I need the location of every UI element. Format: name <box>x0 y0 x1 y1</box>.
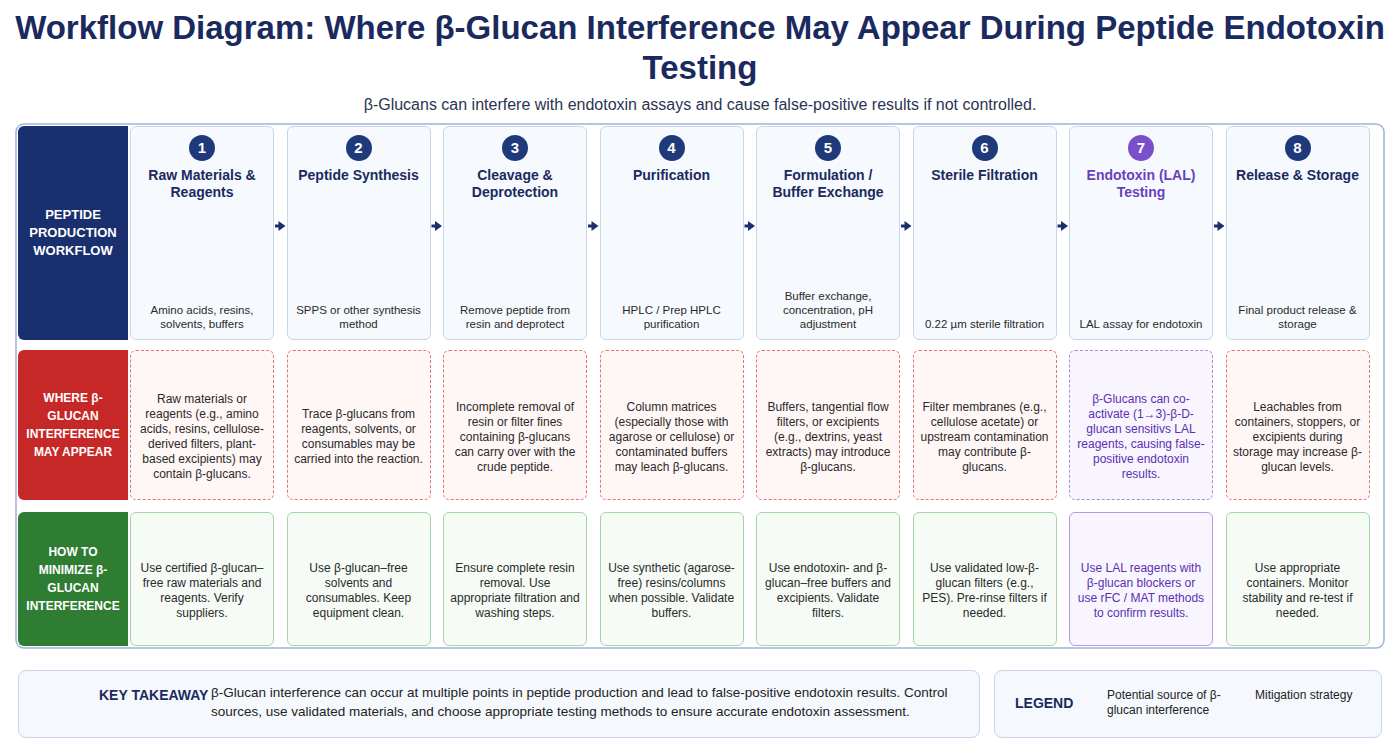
mitigation-box: Use appropriate containers. Monitor stab… <box>1226 512 1370 646</box>
interference-box: Column matrices (especially those with a… <box>600 350 744 500</box>
takeaway-box: KEY TAKEAWAYβ-Glucan interference can oc… <box>18 670 980 738</box>
step-title: Formulation / Buffer Exchange <box>762 167 894 201</box>
box-text: Column matrices (especially those with a… <box>607 400 737 475</box>
interference-box: Buffers, tangential flow filters, or exc… <box>756 350 900 500</box>
row-label-text: WHERE β-GLUCAN INTERFERENCE MAY APPEAR <box>24 389 122 461</box>
callout-number: 8 <box>1285 135 1311 161</box>
mitigation-box: Use endotoxin- and β-glucan–free buffers… <box>756 512 900 646</box>
process-step: 8Release & StorageFinal product release … <box>1226 126 1370 340</box>
row-label: HOW TO MINIMIZE β-GLUCAN INTERFERENCE <box>18 512 128 646</box>
arrow-head <box>435 221 442 231</box>
step-description: LAL assay for endotoxin <box>1076 317 1206 331</box>
arrow-head <box>748 221 755 231</box>
box-text: Trace β-glucans from reagents, solvents,… <box>294 407 424 467</box>
box-text: Buffers, tangential flow filters, or exc… <box>763 400 893 475</box>
box-body: β-Glucan interference can occur at multi… <box>211 683 965 721</box>
diagram-title: Workflow Diagram: Where β-Glucan Interfe… <box>0 8 1400 88</box>
callout-number: 3 <box>502 135 528 161</box>
arrow-head <box>1218 221 1225 231</box>
legend-text: Mitigation strategy <box>1255 688 1373 703</box>
process-step: 1Raw Materials & ReagentsAmino acids, re… <box>130 126 274 340</box>
step-description: SPPS or other synthesis method <box>294 303 424 331</box>
row-label: WHERE β-GLUCAN INTERFERENCE MAY APPEAR <box>18 350 128 500</box>
process-step: 6Sterile Filtration 0.22 µm sterile filtr… <box>913 126 1057 340</box>
box-heading: LEGEND <box>1015 695 1073 711</box>
callout-number: 7 <box>1128 135 1154 161</box>
legend-box: LEGEND Potential source of β-glucan inter… <box>994 670 1382 738</box>
box-text: Use certified β-glucan–free raw material… <box>137 561 267 621</box>
mitigation-box: Use LAL reagents with β-glucan blockers … <box>1069 512 1213 646</box>
step-description: HPLC / Prep HPLC purification <box>607 303 737 331</box>
process-step: 3Cleavage & DeprotectionRemove peptide f… <box>443 126 587 340</box>
box-text: Use endotoxin- and β-glucan–free buffers… <box>763 561 893 621</box>
step-title: Cleavage & Deprotection <box>449 167 581 201</box>
box-text: β-Glucans can co-activate (1→3)-β-D-gluc… <box>1076 392 1206 482</box>
mitigation-box: Use β-glucan–free solvents and consumabl… <box>287 512 431 646</box>
process-step: 2Peptide SynthesisSPPS or other synthesi… <box>287 126 431 340</box>
mitigation-box: Use validated low-β-glucan filters (e.g.… <box>913 512 1057 646</box>
legend-text: Potential source of β-glucan interferenc… <box>1107 688 1225 718</box>
interference-box: Filter membranes (e.g., cellulose acetat… <box>913 350 1057 500</box>
callout-number: 2 <box>346 135 372 161</box>
arrow-head <box>1061 221 1068 231</box>
row-label: PEPTIDE PRODUCTION WORKFLOW <box>18 126 128 340</box>
arrow-head <box>905 221 912 231</box>
box-text: Use validated low-β-glucan filters (e.g.… <box>920 561 1050 621</box>
mitigation-box: Ensure complete resin removal. Use appro… <box>443 512 587 646</box>
step-title: Endotoxin (LAL) Testing <box>1075 167 1207 201</box>
step-title: Purification <box>606 167 738 184</box>
row-label-text: PEPTIDE PRODUCTION WORKFLOW <box>24 206 122 260</box>
outer-panel <box>16 124 1384 648</box>
box-text: Leachables from containers, stoppers, or… <box>1233 400 1363 475</box>
diagram-caption: β-Glucans can interfere with endotoxin a… <box>0 96 1400 114</box>
interference-box: Trace β-glucans from reagents, solvents,… <box>287 350 431 500</box>
row-label-text: HOW TO MINIMIZE β-GLUCAN INTERFERENCE <box>24 543 122 615</box>
callout-number: 1 <box>189 135 215 161</box>
step-description: Remove peptide from resin and deprotect <box>450 303 580 331</box>
step-title: Release & Storage <box>1232 167 1364 184</box>
process-step: 4PurificationHPLC / Prep HPLC purificati… <box>600 126 744 340</box>
interference-box: β-Glucans can co-activate (1→3)-β-D-gluc… <box>1069 350 1213 500</box>
step-description: Final product release & storage <box>1233 303 1363 331</box>
box-text: Incomplete removal of resin or filter fi… <box>450 400 580 475</box>
interference-box: Raw materials or reagents (e.g., amino a… <box>130 350 274 500</box>
box-text: Ensure complete resin removal. Use appro… <box>450 561 580 621</box>
box-text: Filter membranes (e.g., cellulose acetat… <box>920 400 1050 475</box>
step-title: Raw Materials & Reagents <box>136 167 268 201</box>
box-text: Use appropriate containers. Monitor stab… <box>1233 561 1363 621</box>
callout-number: 4 <box>659 135 685 161</box>
box-text: Raw materials or reagents (e.g., amino a… <box>137 392 267 482</box>
box-heading: KEY TAKEAWAY <box>99 687 208 703</box>
box-text: Use LAL reagents with β-glucan blockers … <box>1076 561 1206 621</box>
mitigation-box: Use synthetic (agarose-free) resins/colu… <box>600 512 744 646</box>
callout-number: 5 <box>815 135 841 161</box>
step-description: 0.22 µm sterile filtration <box>920 317 1050 331</box>
step-description: Amino acids, resins, solvents, buffers <box>137 303 267 331</box>
step-description: Buffer exchange, concentration, pH adjus… <box>763 289 893 331</box>
box-text: Use synthetic (agarose-free) resins/colu… <box>607 561 737 621</box>
interference-box: Incomplete removal of resin or filter fi… <box>443 350 587 500</box>
box-text: Use β-glucan–free solvents and consumabl… <box>294 561 424 621</box>
arrow-head <box>279 221 286 231</box>
callout-number: 6 <box>972 135 998 161</box>
step-title: Peptide Synthesis <box>293 167 425 184</box>
process-step: 5Formulation / Buffer ExchangeBuffer exc… <box>756 126 900 340</box>
mitigation-box: Use certified β-glucan–free raw material… <box>130 512 274 646</box>
arrow-head <box>592 221 599 231</box>
step-title: Sterile Filtration <box>919 167 1051 184</box>
process-step: 7Endotoxin (LAL) TestingLAL assay for en… <box>1069 126 1213 340</box>
interference-box: Leachables from containers, stoppers, or… <box>1226 350 1370 500</box>
